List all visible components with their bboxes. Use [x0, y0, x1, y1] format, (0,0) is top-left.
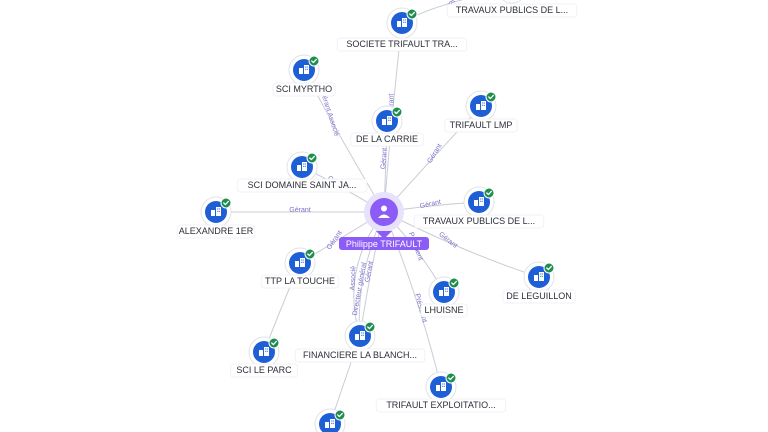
node-label: SCI LE PARC [236, 365, 292, 375]
node-label: SCI MYRTHO [276, 84, 332, 94]
node-label-box [229, 363, 298, 378]
center-label-box [339, 237, 429, 250]
company-node-bottom[interactable] [314, 408, 346, 432]
node-label-box [236, 178, 368, 193]
edge-label: Gérant [388, 94, 395, 115]
company-node-societe[interactable] [386, 7, 418, 39]
verified-check-icon [483, 187, 495, 199]
verified-check-icon [445, 372, 457, 384]
company-node-tp_top[interactable] [497, 0, 527, 4]
building-icon [382, 116, 392, 125]
node-label: FINANCIERE LA BLANCH... [303, 350, 417, 360]
building-icon [295, 258, 305, 267]
building-icon [474, 197, 484, 206]
building-icon [259, 347, 269, 356]
company-node-exploitation[interactable] [425, 371, 457, 403]
verified-check-icon [334, 409, 346, 421]
verified-check-icon [543, 262, 555, 274]
building-icon [397, 18, 407, 27]
company-node-domaine[interactable] [286, 151, 318, 183]
center-pointer [376, 231, 392, 239]
building-icon [476, 101, 486, 110]
company-node-leguillon[interactable] [523, 261, 555, 293]
verified-check-icon [448, 277, 460, 289]
verified-check-icon [304, 248, 316, 260]
person-icon [378, 205, 390, 218]
edge-label: Gérant [380, 148, 388, 170]
node-label-box [350, 132, 424, 147]
building-icon [325, 419, 335, 428]
verified-check-icon [391, 106, 403, 118]
verified-check-icon [306, 152, 318, 164]
edge-center-leguillon [383, 211, 540, 278]
node-label-box [375, 398, 507, 413]
company-node-lmp[interactable] [465, 90, 497, 122]
verified-check-icon [268, 337, 280, 349]
building-icon [297, 162, 307, 171]
verified-check-icon [220, 197, 232, 209]
company-node-touche[interactable] [284, 247, 316, 279]
edge-label: Gérant Associé [319, 90, 340, 137]
company-node-carrie[interactable] [371, 105, 403, 137]
node-label: DE LEGUILLON [506, 291, 572, 301]
building-icon [355, 331, 365, 340]
node-label-box [336, 37, 468, 52]
node-label: TRIFAULT LMP [450, 120, 513, 130]
node-label: TRAVAUX PUBLICS DE L... [456, 5, 568, 15]
edge-label: Gérant [289, 207, 310, 214]
node-layer: TRAVAUX PUBLICS DE L... SOCIETE TRIFAULT … [176, 0, 578, 432]
node-label-box [502, 289, 576, 304]
company-node-financiere[interactable] [344, 320, 376, 352]
building-icon [534, 272, 544, 281]
node-label-box [176, 224, 256, 239]
edge-label: Gérant [364, 261, 375, 283]
edge-label: Gérant [426, 143, 443, 165]
node-label-box [294, 348, 426, 363]
building-icon [211, 207, 221, 216]
verified-check-icon [485, 91, 497, 103]
center-name: Philippe TRIFAULT [346, 239, 423, 249]
node-halo [502, 0, 522, 4]
center-circle [370, 198, 398, 226]
node-label-box [444, 118, 518, 133]
node-label: SOCIETE TRIFAULT TRA... [346, 39, 457, 49]
company-node-sciparc[interactable] [248, 336, 280, 368]
node-label: SCI DOMAINE SAINT JA... [248, 180, 357, 190]
node-label-box [413, 214, 545, 229]
center-person-node[interactable]: Philippe TRIFAULT [339, 192, 429, 250]
node-label-box [420, 303, 468, 318]
edge-label: Gérant [437, 231, 458, 250]
building-icon [299, 65, 309, 74]
edge-center-exploitation [383, 211, 442, 388]
verified-check-icon [308, 55, 320, 67]
company-node-myrtho[interactable] [288, 54, 320, 86]
node-label-box [272, 82, 336, 97]
node-label: ALEXANDRE 1ER [179, 226, 254, 236]
verified-check-icon [364, 321, 376, 333]
node-label: DE LA CARRIE [356, 134, 418, 144]
node-label: TRIFAULT EXPLOITATIO... [386, 400, 495, 410]
building-icon [436, 382, 446, 391]
edge-label: Associé [350, 266, 358, 291]
verified-check-icon [406, 8, 418, 20]
company-node-tp_right[interactable] [463, 186, 495, 218]
node-label: TTP LA TOUCHE [265, 276, 335, 286]
node-label-box [260, 274, 340, 289]
building-icon [439, 287, 449, 296]
node-label-box [446, 3, 578, 18]
edge-label: Gérant [419, 199, 441, 210]
node-label: TRAVAUX PUBLICS DE L... [423, 216, 535, 226]
company-node-alexandre[interactable] [200, 196, 232, 228]
company-node-lhuisne[interactable] [428, 276, 460, 308]
node-label: LHUISNE [424, 305, 463, 315]
